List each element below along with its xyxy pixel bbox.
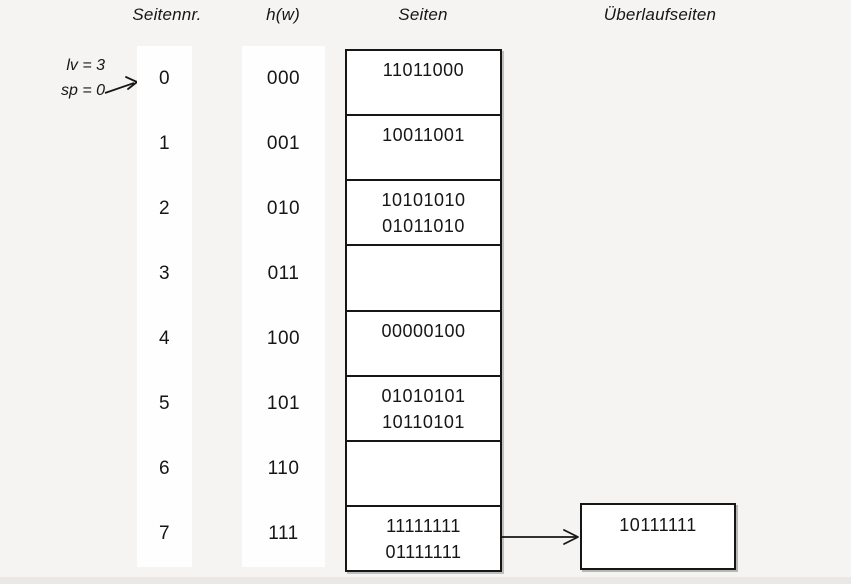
hash-value-4: 100 — [266, 328, 301, 350]
page-number-2: 2 — [158, 197, 171, 219]
overflow-entry-1: 10111111 — [619, 515, 697, 535]
level-value: lv = 3 — [66, 57, 105, 74]
header-pages: Seiten — [398, 5, 448, 24]
bucket-4-entry-1: 00000100 — [381, 320, 466, 341]
hash-value-2: 010 — [266, 197, 301, 219]
header-overflow-pages: Überlaufseiten — [603, 5, 717, 24]
bucket-5: 01010101 10110101 — [347, 374, 500, 440]
bucket-0-entry-1: 11011000 — [382, 60, 465, 80]
bucket-7-entry-1: 11111111 — [386, 515, 461, 536]
state-annotation: lv = 3 sp = 0 — [30, 53, 105, 103]
header-hash-function: h(w) — [266, 5, 300, 24]
hash-value-0: 000 — [266, 67, 301, 89]
bucket-2-entry-1: 10101010 — [381, 190, 466, 211]
bucket-2: 10101010 01011010 — [347, 179, 500, 244]
page-number-column: 0 1 2 3 4 5 6 7 — [137, 46, 192, 567]
bucket-4: 00000100 — [347, 309, 500, 375]
bucket-1: 10011001 — [347, 114, 500, 179]
bucket-5-entry-2: 10110101 — [382, 411, 465, 432]
page-number-0: 0 — [158, 67, 171, 89]
bucket-2-entry-2: 01011010 — [382, 216, 465, 237]
bucket-0: 11011000 — [347, 51, 500, 114]
hash-value-column: 000 001 010 011 100 101 110 111 — [242, 46, 325, 567]
page-number-1: 1 — [158, 132, 171, 154]
bucket-5-entry-1: 01010101 — [381, 385, 466, 406]
hash-value-1: 001 — [266, 132, 301, 154]
overflow-link-arrow-icon — [501, 529, 579, 545]
bucket-7: 11111111 01111111 — [347, 504, 500, 570]
hash-value-3: 011 — [267, 262, 300, 284]
header-page-number: Seitennr. — [132, 5, 202, 24]
page-number-6: 6 — [158, 458, 171, 480]
bucket-3 — [347, 244, 500, 309]
bucket-7-entry-2: 01111111 — [385, 541, 462, 562]
page-number-5: 5 — [158, 393, 171, 415]
hash-value-6: 110 — [267, 458, 300, 480]
page-number-4: 4 — [158, 328, 171, 350]
page-number-7: 7 — [158, 523, 171, 545]
bucket-1-entry-1: 10011001 — [382, 125, 465, 146]
bucket-6 — [347, 439, 500, 505]
pages-table: 11011000 10011001 10101010 01011010 0000… — [345, 49, 502, 572]
bottom-edge-strip — [0, 577, 851, 584]
hash-value-7: 111 — [268, 523, 299, 545]
overflow-page-box: 10111111 — [580, 503, 736, 570]
split-pointer-value: sp = 0 — [60, 82, 105, 99]
hash-value-5: 101 — [266, 393, 301, 415]
page-number-3: 3 — [158, 262, 171, 284]
